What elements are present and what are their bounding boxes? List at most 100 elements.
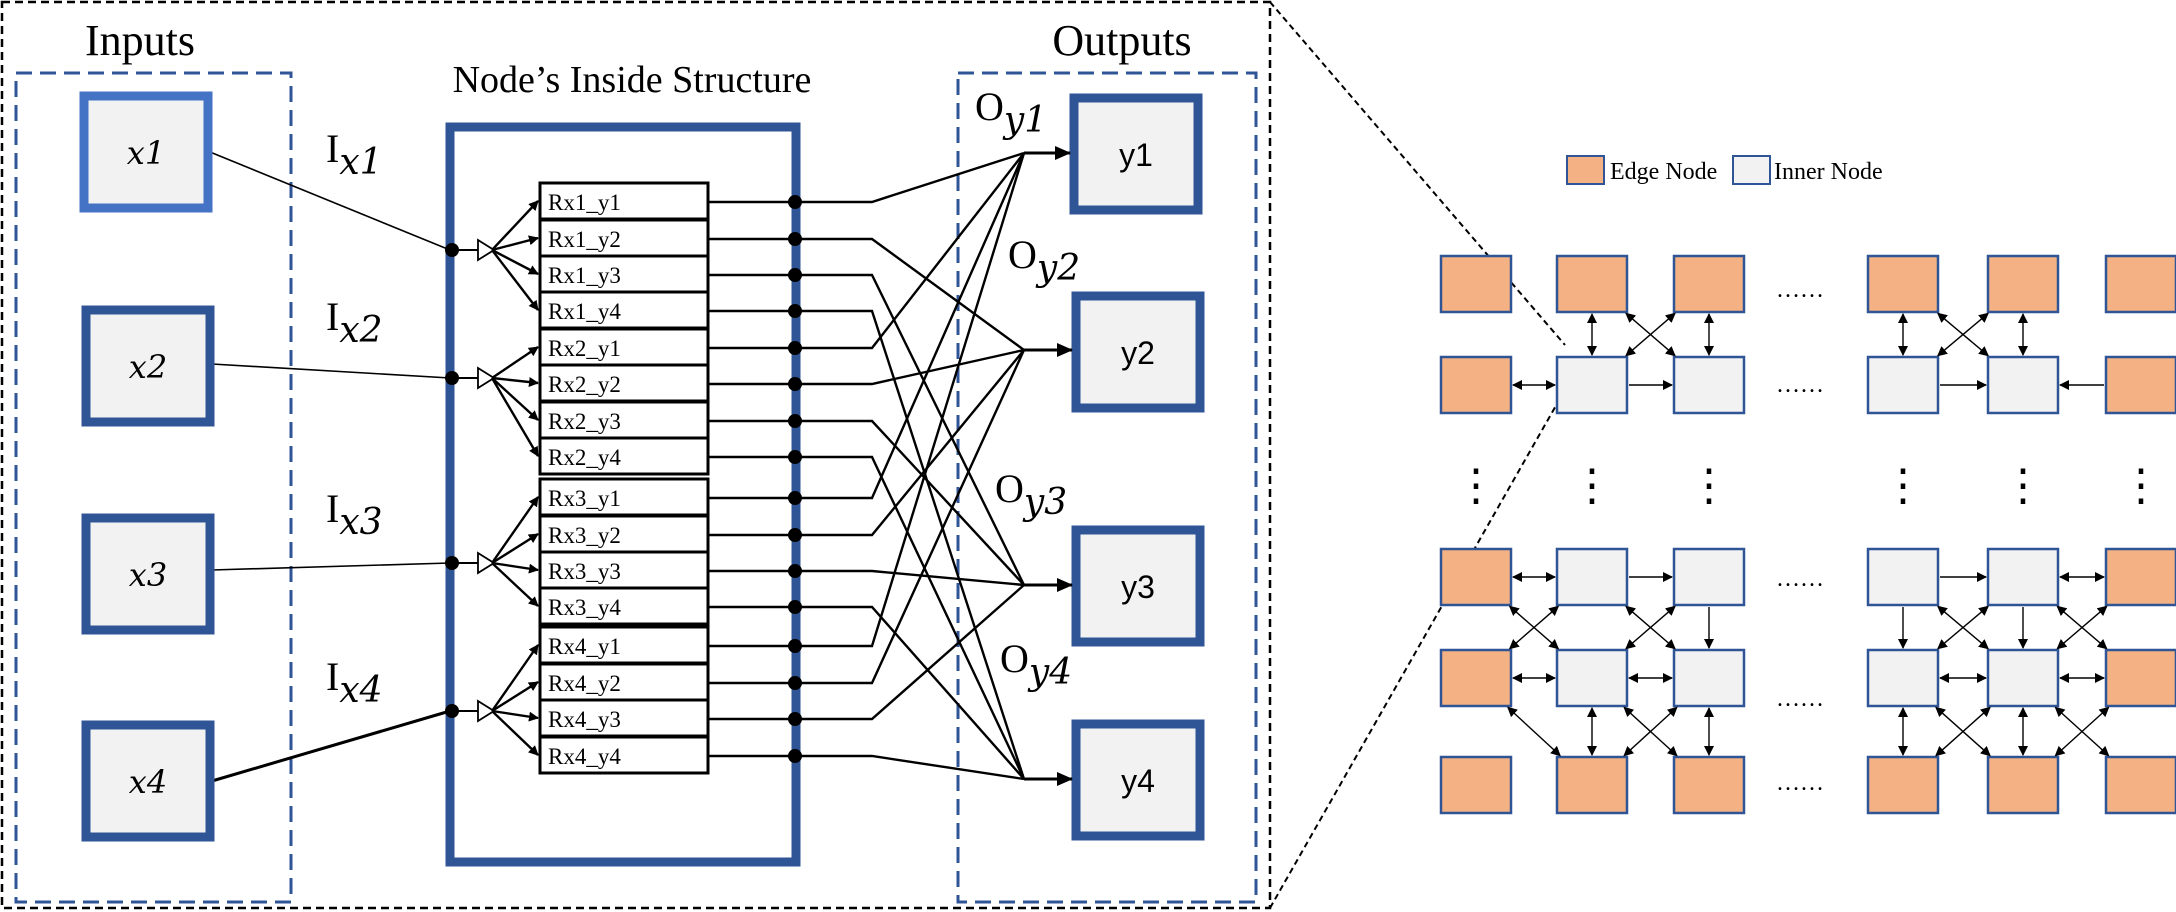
fan-split-2 [477, 366, 496, 390]
grid-link [1507, 706, 1561, 757]
fan-arrow-1-2 [491, 235, 539, 252]
routing-row-label: Rx3_y2 [548, 523, 621, 548]
edge-node [1439, 648, 1513, 708]
input-wire-1 [209, 151, 451, 251]
grid-link [1625, 312, 1676, 357]
edge-node [1672, 254, 1746, 314]
routing-row-box [538, 290, 710, 330]
output-label-O3: Oy3 [995, 466, 1067, 523]
grid-v-ellipsis: ⋮ [1881, 461, 1925, 510]
input-node-x4-box [81, 720, 215, 842]
routing-row-box [538, 327, 710, 367]
output-label-subscript: y2 [1035, 248, 1080, 289]
fan-split-3 [477, 551, 496, 575]
input-label-prefix: I [326, 486, 339, 531]
grid-v-ellipsis: ⋮ [1454, 461, 1498, 510]
outputs-group-frame [956, 71, 1258, 904]
output-node-y1-label: y1 [1119, 137, 1153, 173]
fan-arrow-2-1 [491, 346, 539, 379]
grid-link [1937, 312, 1989, 357]
inner-node [1986, 648, 2060, 708]
routing-row-box [538, 436, 710, 476]
grid-v-ellipsis: ⋮ [2001, 461, 2045, 510]
edge-node [1555, 755, 1629, 815]
cross-wire [795, 455, 1026, 780]
inner-node [1672, 355, 1746, 415]
output-node-y2-label: y2 [1121, 335, 1155, 371]
edge-node [1439, 355, 1513, 415]
routing-row-label: Rx4_y1 [548, 634, 621, 659]
fan-arrow-4-2 [491, 680, 539, 713]
inner-node [1555, 648, 1629, 708]
routing-row-label: Rx4_y2 [548, 671, 621, 696]
input-label-prefix: I [326, 294, 339, 339]
routing-row-label: Rx2_y4 [548, 445, 621, 470]
routing-row-box [538, 625, 710, 665]
inner-node [1866, 648, 1940, 708]
edge-node [1439, 254, 1513, 314]
output-label-prefix: O [1000, 636, 1029, 681]
outputs-title: Outputs [1052, 16, 1191, 65]
input-node-x4-label: x4 [129, 763, 167, 801]
routing-row-label: Rx1_y3 [548, 263, 621, 288]
edge-node [2104, 755, 2176, 815]
fan-arrow-1-1 [491, 200, 539, 251]
output-label-O2: Oy2 [1008, 232, 1080, 289]
input-label-I2: Ix2 [326, 294, 383, 351]
input-node-x1-label: x1 [127, 134, 165, 172]
output-node-y3-label: y3 [1121, 569, 1155, 605]
edge-node [1986, 755, 2060, 815]
inputs-title: Inputs [85, 16, 195, 65]
fan-split-4 [477, 699, 496, 723]
routing-row-label: Rx3_y1 [548, 486, 621, 511]
inner-node [1986, 547, 2060, 607]
cross-wire [795, 152, 1025, 350]
input-wire-2 [211, 363, 451, 379]
routing-row-label: Rx1_y2 [548, 227, 621, 252]
legend-inner-node-swatch [1732, 155, 1771, 185]
input-node-x1-box [79, 91, 213, 213]
routing-row-box [538, 181, 710, 221]
output-label-subscript: y1 [1002, 100, 1047, 141]
cross-wire [795, 348, 1025, 386]
input-label-I1: Ix1 [326, 126, 383, 183]
routing-row-box [538, 218, 710, 258]
grid-v-ellipsis: ⋮ [1687, 461, 1731, 510]
output-node-y1-box [1069, 93, 1203, 215]
output-label-subscript: y4 [1027, 652, 1072, 693]
routing-row-box [538, 254, 710, 294]
cross-wire [795, 349, 1026, 685]
input-wire-4 [211, 709, 451, 783]
edge-node [1439, 755, 1513, 815]
cross-wire [795, 569, 1025, 587]
inner-node [1866, 547, 1940, 607]
fan-split-1 [477, 238, 496, 262]
edge-node [1555, 254, 1629, 314]
input-label-I3: Ix3 [326, 486, 383, 543]
cross-wire [795, 151, 1025, 204]
cross-wire [795, 152, 1026, 648]
grid-link [1937, 605, 1989, 650]
grid-h-ellipsis: …… [1776, 770, 1824, 796]
input-label-prefix: I [326, 654, 339, 699]
routing-row-label: Rx1_y1 [548, 190, 621, 215]
cross-wire [795, 309, 1026, 780]
routing-row-label: Rx2_y1 [548, 336, 621, 361]
fan-arrow-2-3 [491, 377, 539, 421]
cross-wire [795, 237, 1025, 351]
cross-wire [795, 754, 1025, 781]
output-label-subscript: y3 [1022, 482, 1067, 523]
edge-node [1866, 755, 1940, 815]
cross-wire [795, 152, 1026, 500]
cross-wire [795, 349, 1025, 537]
edge-node [1866, 254, 1940, 314]
edge-node [1439, 547, 1513, 607]
routing-row-box [538, 735, 710, 775]
fan-arrow-1-4 [491, 249, 539, 311]
grid-link [2056, 605, 2108, 650]
fan-arrow-3-1 [491, 496, 539, 564]
routing-row-box [538, 586, 710, 626]
inner-node [1555, 547, 1629, 607]
grid-link [1508, 605, 1560, 650]
